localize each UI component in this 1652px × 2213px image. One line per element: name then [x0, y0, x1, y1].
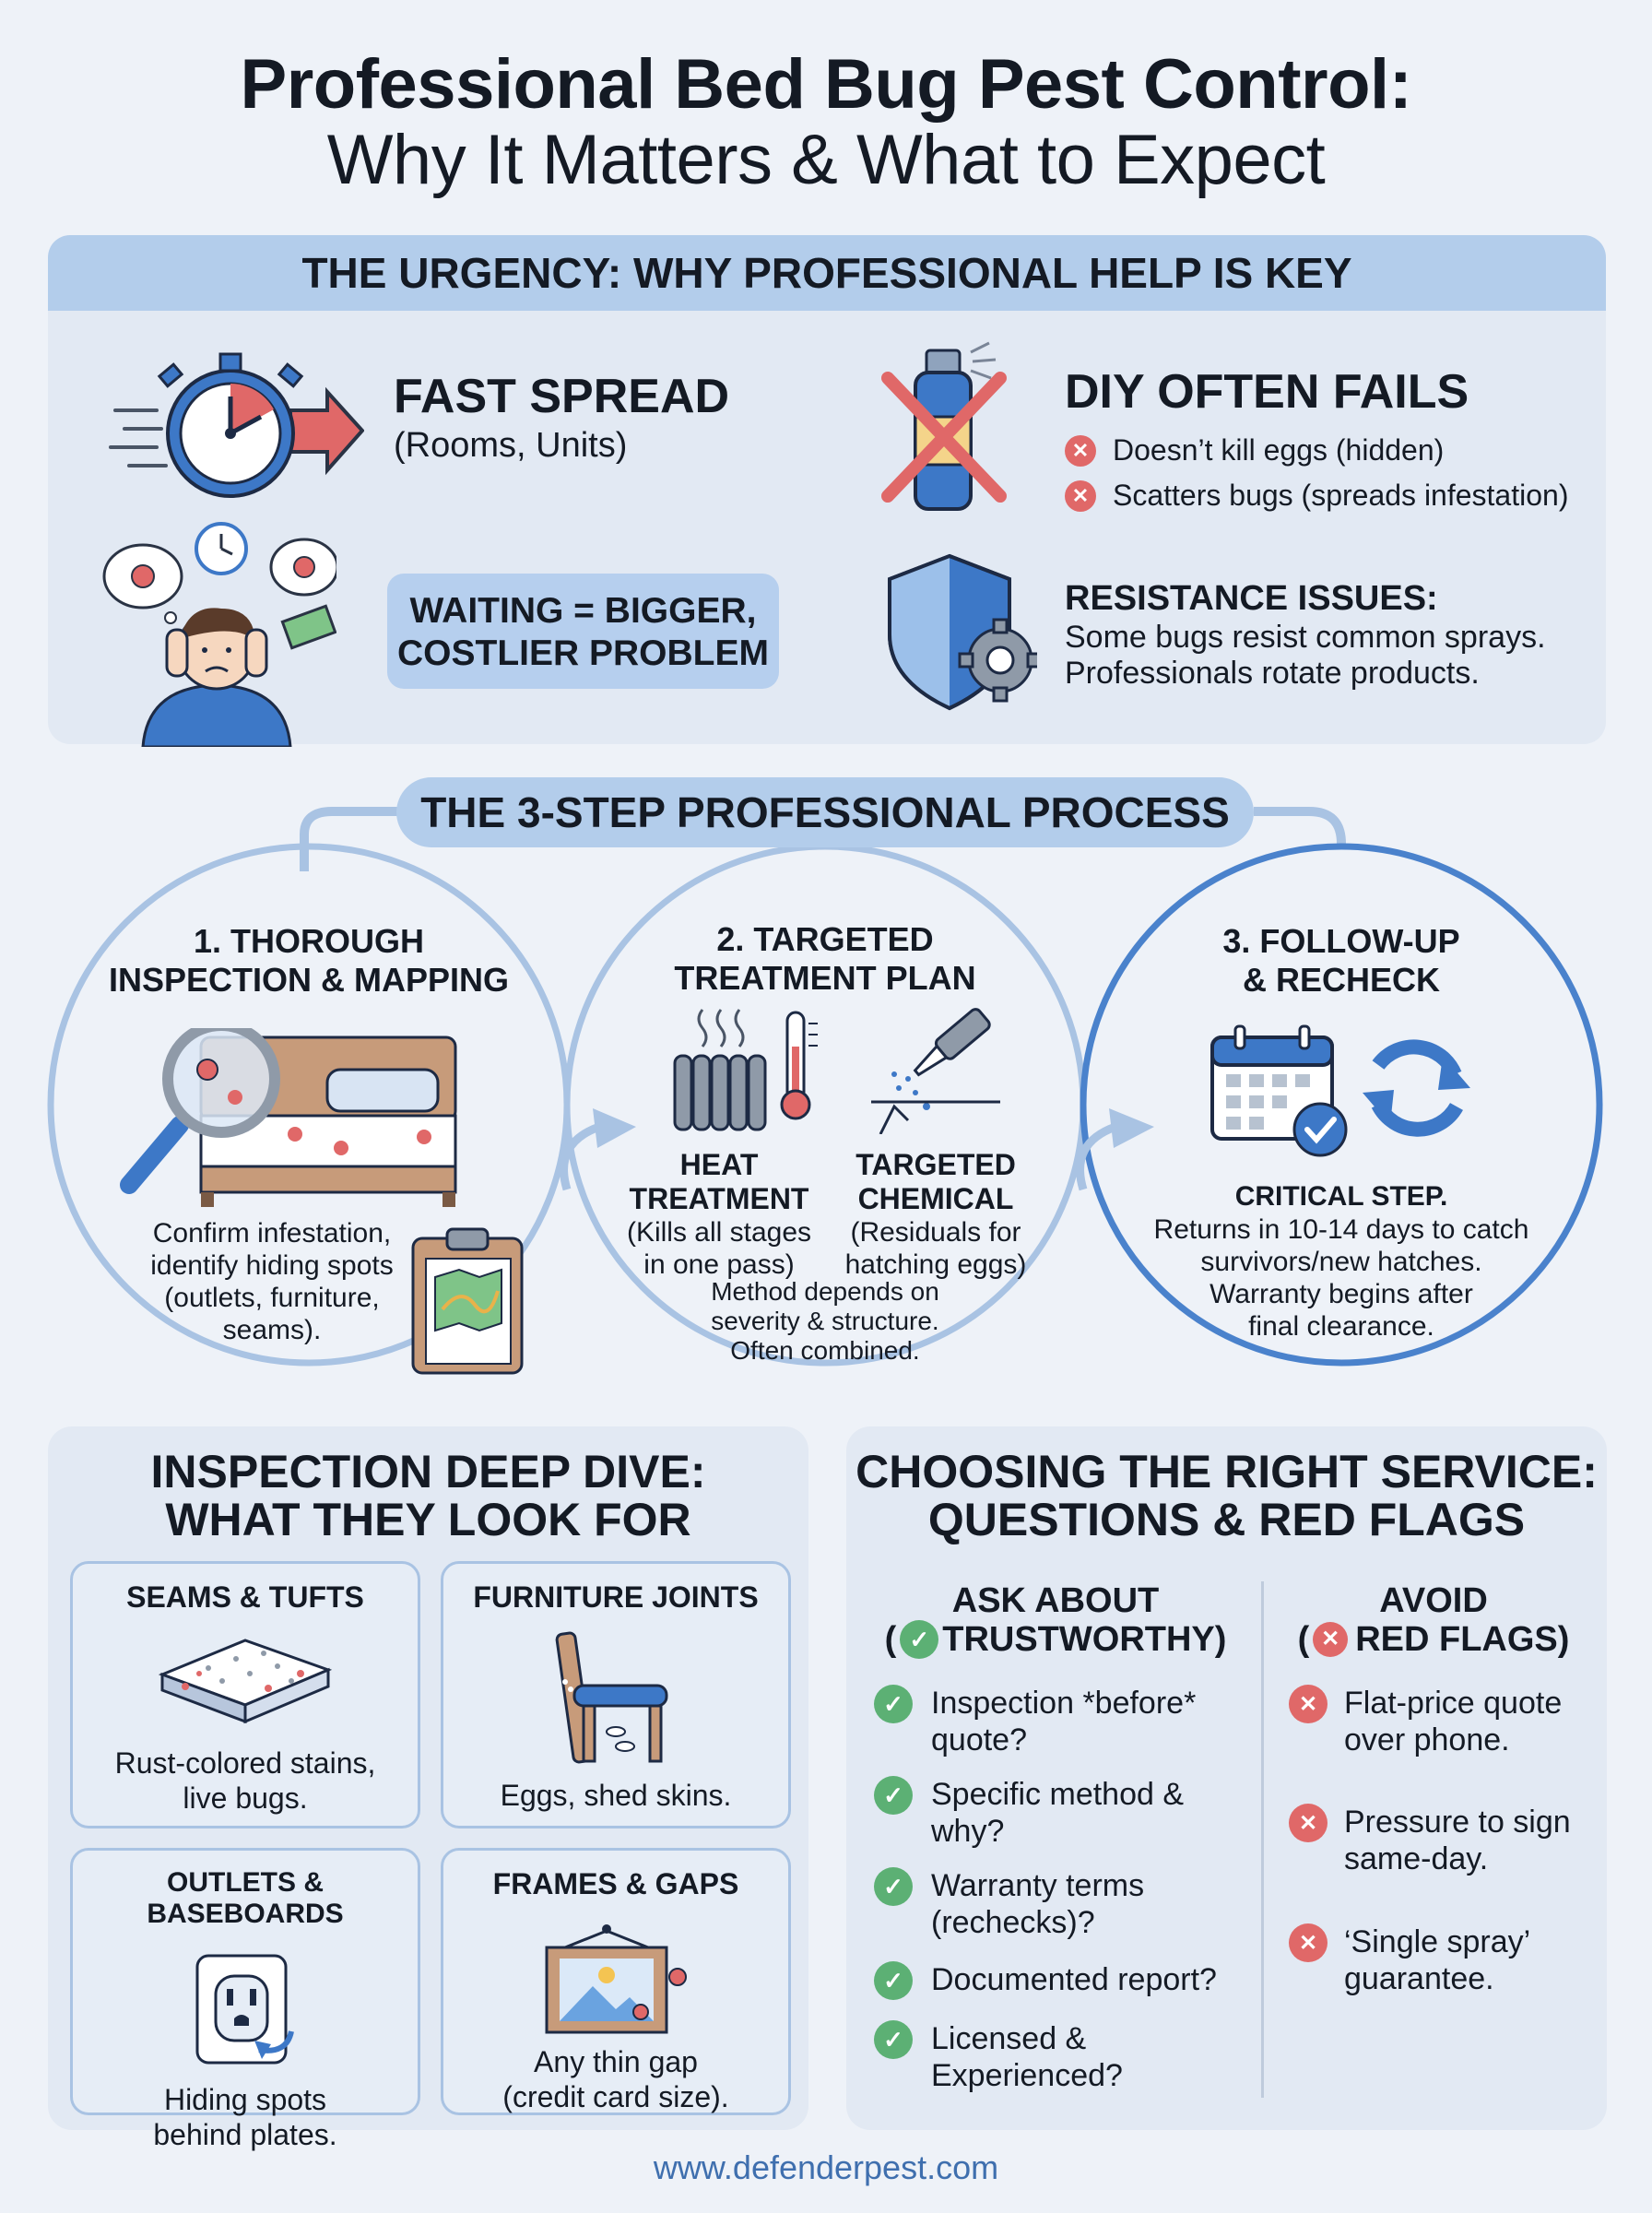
stopwatch-icon	[109, 352, 364, 498]
waiting-line1: WAITING = BIGGER,	[409, 591, 757, 631]
no-spray-can-icon	[881, 341, 1007, 511]
page-title: Professional Bed Bug Pest Control:	[240, 45, 1412, 124]
shield-gear-icon	[888, 553, 1037, 711]
check-icon: ✓	[874, 1961, 913, 2000]
footer-url[interactable]: www.defenderpest.com	[653, 2148, 999, 2186]
resistance-title: RESISTANCE ISSUES:	[1065, 579, 1438, 618]
diy-point: ✕Doesn’t kill eggs (hidden)	[1065, 433, 1444, 467]
x-icon: ✕	[1065, 434, 1096, 467]
column-divider	[1261, 1581, 1264, 2098]
step1-title: 1. THOROUGH INSPECTION & MAPPING	[108, 922, 510, 999]
choosing-heading: CHOOSING THE RIGHT SERVICE: QUESTIONS & …	[856, 1446, 1598, 1545]
mattress-icon	[158, 1639, 333, 1724]
x-icon: ✕	[1289, 1804, 1328, 1842]
inspection-heading: INSPECTION DEEP DIVE: WHAT THEY LOOK FOR	[150, 1446, 706, 1545]
chemical-treatment: TARGETED CHEMICAL (Residuals for hatchin…	[844, 1148, 1027, 1280]
x-icon: ✕	[1289, 1923, 1328, 1962]
ask-item: ✓ Licensed &Experienced?	[874, 2020, 1252, 2094]
heater-icon	[673, 1009, 818, 1131]
fast-spread-sub: (Rooms, Units)	[394, 426, 628, 465]
inspection-card: FRAMES & GAPS Any thin gap (credit card …	[441, 1848, 791, 2115]
check-icon: ✓	[874, 2020, 913, 2059]
choosing-panel	[846, 1426, 1607, 2130]
picture-frame-icon	[545, 1924, 687, 2034]
check-icon: ✓	[874, 1867, 913, 1906]
urgency-panel	[48, 311, 1606, 744]
outlet-icon	[195, 1954, 294, 2065]
heat-treatment: HEAT TREATMENT (Kills all stages in one …	[626, 1148, 812, 1280]
check-icon: ✓	[900, 1620, 939, 1659]
check-icon: ✓	[874, 1776, 913, 1815]
process-connectors	[47, 807, 1603, 1367]
check-icon: ✓	[874, 1685, 913, 1723]
diy-point: ✕Scatters bugs (spreads infestation)	[1065, 479, 1568, 513]
fast-spread-title: FAST SPREAD	[394, 370, 730, 423]
step2-note: Method depends on severity & structure. …	[711, 1277, 939, 1365]
waiting-callout: WAITING = BIGGER, COSTLIER PROBLEM	[387, 574, 779, 689]
step3-text: CRITICAL STEP. Returns in 10-14 days to …	[1153, 1181, 1529, 1342]
ask-list: ✓ Inspection *before*quote? ✓ Specific m…	[874, 1685, 1252, 2094]
chemical-sprayer-icon	[871, 1008, 1000, 1134]
x-icon: ✕	[1313, 1622, 1349, 1657]
page-subtitle: Why It Matters & What to Expect	[326, 121, 1326, 199]
resistance-line2: Professionals rotate products.	[1065, 656, 1480, 691]
avoid-item: ✕ ‘Single spray’guarantee.	[1289, 1923, 1602, 1997]
step3-title: 3. FOLLOW-UP & RECHECK	[1222, 922, 1460, 999]
diy-title: DIY OFTEN FAILS	[1065, 365, 1469, 419]
step1-text: Confirm infestation, identify hiding spo…	[150, 1218, 394, 1345]
bed-magnifier-icon	[120, 1028, 457, 1207]
chair-icon	[555, 1631, 668, 1764]
inspection-card: OUTLETS & BASEBOARDS Hiding spots behind…	[70, 1848, 420, 2151]
worried-person-icon	[102, 522, 336, 747]
inspection-card: FURNITURE JOINTS Eggs, shed skins.	[441, 1561, 791, 1828]
calendar-recheck-icon	[1210, 1024, 1470, 1157]
waiting-line2: COSTLIER PROBLEM	[396, 633, 769, 673]
resistance-line1: Some bugs resist common sprays.	[1065, 620, 1546, 655]
x-icon: ✕	[1065, 479, 1096, 512]
avoid-heading: AVOID ( ✕ RED FLAGS)	[1297, 1581, 1570, 1659]
step2-title: 2. TARGETED TREATMENT PLAN	[674, 920, 976, 997]
ask-about-heading: ASK ABOUT ( ✓ TRUSTWORTHY)	[884, 1581, 1227, 1659]
inspection-card: SEAMS & TUFTS Rust-colored stains, live …	[70, 1561, 420, 1828]
urgency-heading: THE URGENCY: WHY PROFESSIONAL HELP IS KE…	[48, 235, 1606, 311]
ask-item: ✓ Inspection *before*quote?	[874, 1685, 1252, 1776]
ask-item: ✓ Documented report?	[874, 1961, 1252, 2020]
process-heading: THE 3-STEP PROFESSIONAL PROCESS	[396, 777, 1254, 847]
ask-item: ✓ Specific method &why?	[874, 1776, 1252, 1867]
x-icon: ✕	[1289, 1685, 1328, 1723]
ask-item: ✓ Warranty terms(rechecks)?	[874, 1867, 1252, 1961]
clipboard-map-icon	[411, 1227, 524, 1375]
